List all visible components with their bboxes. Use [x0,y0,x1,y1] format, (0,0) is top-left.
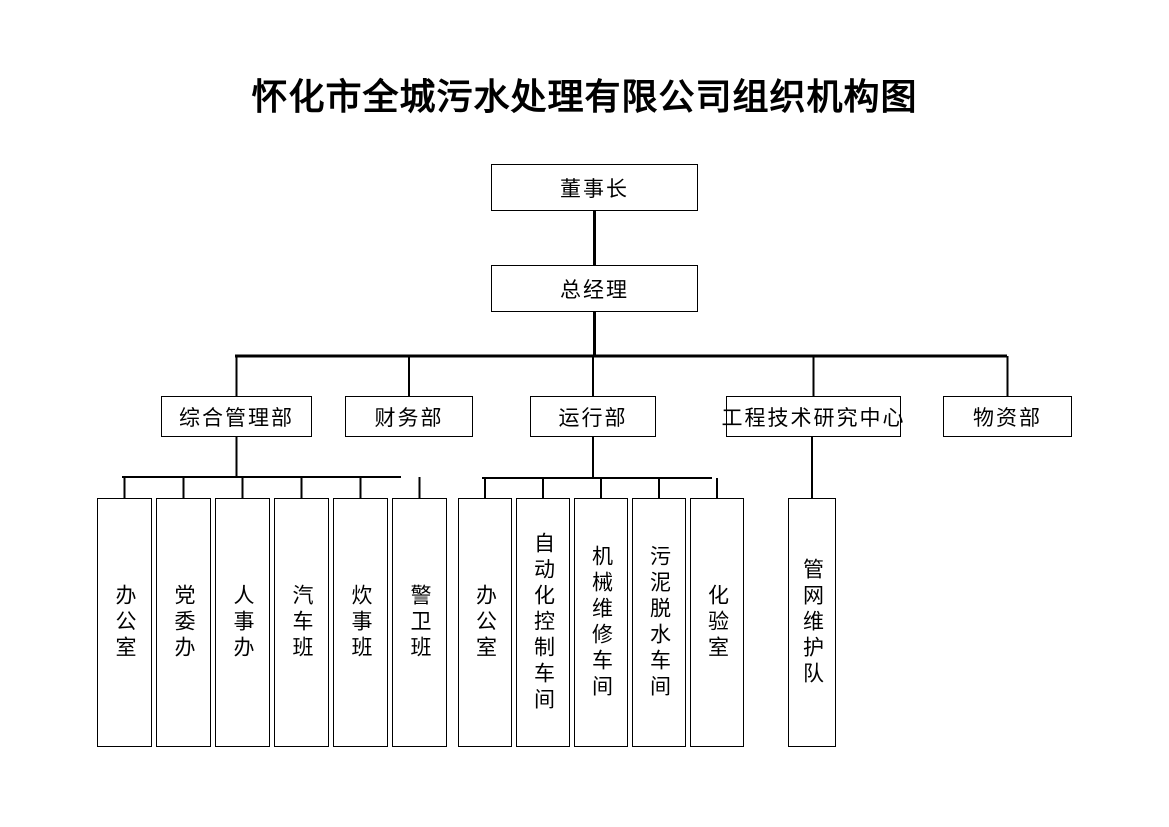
org-node-e1[interactable]: 管网维护队 [788,498,836,747]
org-node-label: 办公室 [113,583,137,662]
org-node-o1[interactable]: 办公室 [458,498,512,747]
org-node-a5[interactable]: 炊事班 [333,498,388,747]
org-node-chairman[interactable]: 董事长 [491,164,698,211]
org-node-dept_fin[interactable]: 财务部 [345,396,473,437]
org-node-label: 综合管理部 [179,405,294,430]
org-node-label: 董事长 [560,176,629,201]
org-node-label: 总经理 [560,277,629,302]
org-node-o5[interactable]: 化验室 [690,498,744,747]
org-node-a3[interactable]: 人事办 [215,498,270,747]
org-node-o2[interactable]: 自动化控制车间 [516,498,570,747]
org-node-a4[interactable]: 汽车班 [274,498,329,747]
org-node-dept_ops[interactable]: 运行部 [530,396,656,437]
org-node-label: 污泥脱水车间 [647,544,672,701]
org-node-label: 工程技术研究中心 [721,405,906,430]
org-node-label: 物资部 [973,405,1042,430]
org-node-label: 自动化控制车间 [531,531,556,714]
org-node-label: 党委办 [172,583,196,662]
org-node-label: 办公室 [473,583,498,662]
org-node-label: 炊事班 [349,583,373,662]
org-node-label: 机械维修车间 [589,544,614,701]
org-node-label: 警卫班 [408,583,432,662]
org-node-a2[interactable]: 党委办 [156,498,211,747]
org-node-o3[interactable]: 机械维修车间 [574,498,628,747]
org-node-label: 管网维护队 [800,557,825,688]
org-node-a6[interactable]: 警卫班 [392,498,447,747]
org-node-dept_eng[interactable]: 工程技术研究中心 [722,396,904,437]
org-node-label: 人事办 [231,583,255,662]
org-node-dept_admin[interactable]: 综合管理部 [161,396,312,437]
org-node-label: 汽车班 [290,583,314,662]
org-node-label: 化验室 [705,583,730,662]
org-node-dept_mat[interactable]: 物资部 [943,396,1072,437]
org-node-gm[interactable]: 总经理 [491,265,698,312]
org-node-label: 运行部 [558,405,628,430]
org-node-a1[interactable]: 办公室 [97,498,152,747]
org-node-label: 财务部 [374,405,444,430]
org-node-o4[interactable]: 污泥脱水车间 [632,498,686,747]
page-title: 怀化市全城污水处理有限公司组织机构图 [251,77,918,117]
